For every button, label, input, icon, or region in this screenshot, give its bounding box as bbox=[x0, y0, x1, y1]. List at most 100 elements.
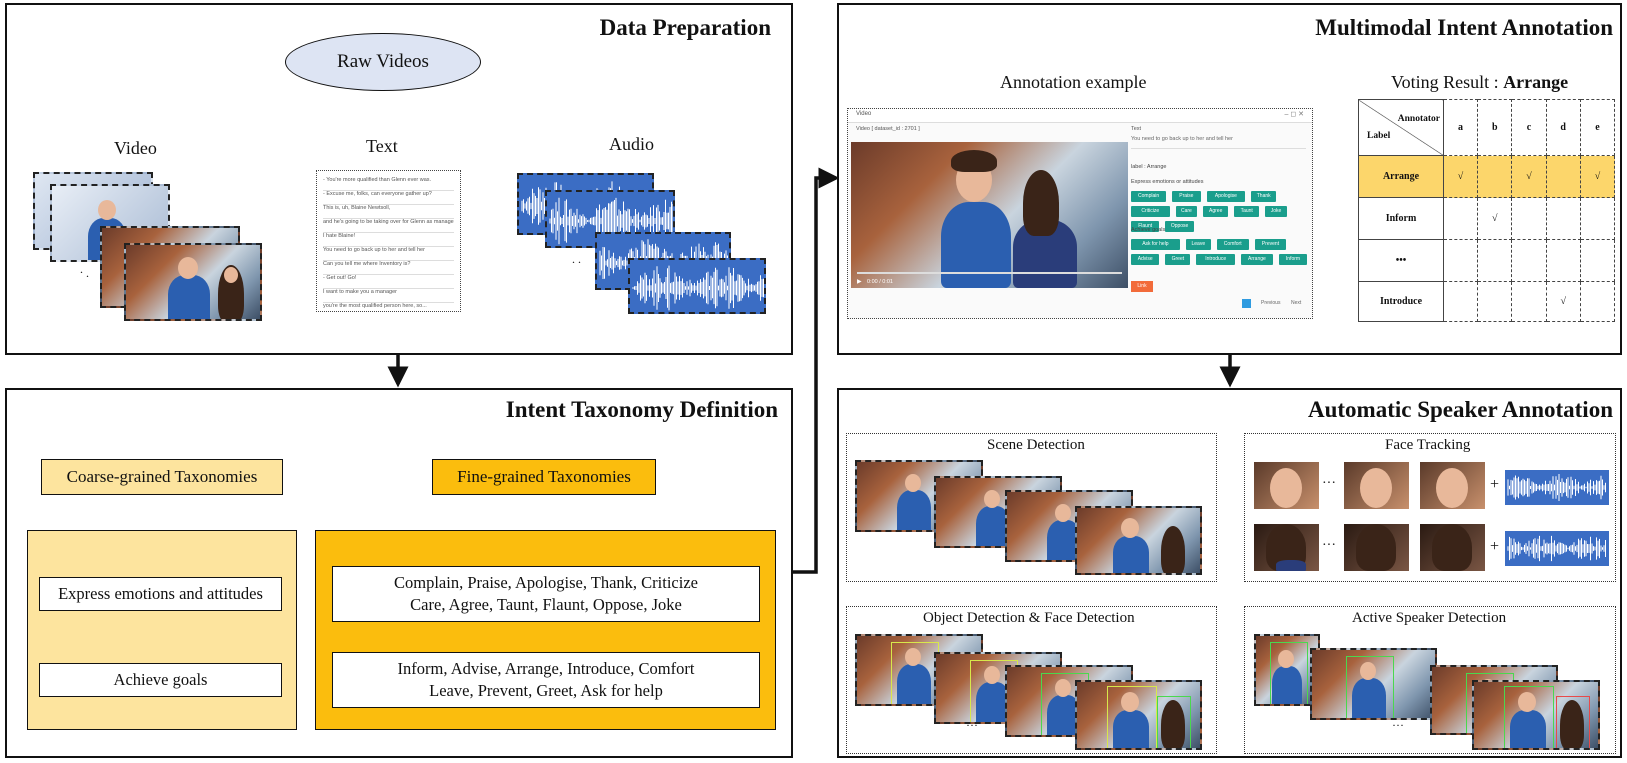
intent-chip[interactable]: Care bbox=[1175, 206, 1198, 217]
annotator-col-header: a bbox=[1442, 99, 1479, 156]
speaker-title: Automatic Speaker Annotation bbox=[1308, 397, 1613, 422]
active-speaker-frame bbox=[1254, 634, 1320, 706]
annotation-tool-window: Video – ◻ ✕ Video [ dataset_id : 2701 ] … bbox=[847, 108, 1313, 319]
intent-chip[interactable]: Thank bbox=[1251, 191, 1277, 202]
submit-button[interactable]: Link bbox=[1131, 281, 1153, 292]
fine-achieve-box: Inform, Advise, Arrange, Introduce, Comf… bbox=[332, 652, 760, 708]
transcript-line: Can you tell me where Inventory is? bbox=[323, 255, 454, 275]
detection-box bbox=[1107, 686, 1157, 748]
arrow-taxonomy-to-annotation bbox=[776, 167, 840, 574]
intent-chip[interactable]: Joke bbox=[1265, 206, 1287, 217]
row-label: ••• bbox=[1358, 239, 1444, 282]
face-crop bbox=[1420, 524, 1485, 571]
row-label: Introduce bbox=[1358, 281, 1444, 322]
active-speaker-detection-box: Active Speaker Detection bbox=[1244, 606, 1616, 754]
previous-button[interactable]: Previous bbox=[1261, 300, 1281, 306]
waveform-trace bbox=[1507, 474, 1606, 501]
text-value-field[interactable]: You need to go back up to her and tell h… bbox=[1131, 136, 1306, 149]
intent-chip[interactable]: Praise bbox=[1172, 191, 1201, 202]
intent-chip[interactable]: Leave bbox=[1185, 239, 1211, 250]
detection-box bbox=[1556, 696, 1590, 748]
face-track-ellipsis: ··· bbox=[1322, 476, 1336, 491]
audio-label: Audio bbox=[609, 134, 654, 154]
intent-chip[interactable]: Flaunt bbox=[1131, 221, 1160, 232]
vote-cell: √ bbox=[1477, 197, 1513, 240]
face-track-audio bbox=[1505, 470, 1609, 505]
waveform-trace bbox=[549, 197, 673, 245]
row-label: Arrange bbox=[1358, 155, 1444, 198]
plus-sign: + bbox=[1490, 476, 1500, 493]
play-icon[interactable]: ▶ bbox=[857, 279, 862, 285]
achieve-goals-box: Achieve goals bbox=[39, 663, 282, 697]
vote-cell: √ bbox=[1545, 281, 1581, 322]
face-crop bbox=[1254, 462, 1319, 509]
raw-videos-node: Raw Videos bbox=[285, 33, 481, 91]
intent-chip[interactable]: Introduce bbox=[1196, 254, 1235, 265]
detection-frame bbox=[1075, 680, 1202, 750]
waveform-trace bbox=[1507, 535, 1606, 562]
video-id-label: Video [ dataset_id : 2701 ] bbox=[856, 126, 920, 132]
window-controls-icon[interactable]: – ◻ ✕ bbox=[1284, 111, 1304, 118]
vote-cell bbox=[1442, 281, 1479, 322]
video-ellipsis: . bbox=[86, 266, 89, 280]
intent-chip[interactable]: Inform bbox=[1278, 254, 1308, 265]
fine-grained-header: Fine-grained Taxonomies bbox=[432, 459, 656, 495]
active-speaker-frame bbox=[1472, 680, 1600, 750]
face-track-ellipsis: ··· bbox=[1322, 538, 1336, 553]
vote-cell bbox=[1442, 197, 1479, 240]
active-ellipsis: ··· bbox=[1392, 718, 1404, 732]
intent-chip[interactable]: Taunt bbox=[1234, 206, 1260, 217]
object-face-detection-box: Object Detection & Face Detection bbox=[846, 606, 1217, 754]
table-row: ••• bbox=[1358, 239, 1616, 282]
label-header: Label bbox=[1367, 131, 1391, 141]
transcript-line: I want to make you a manager bbox=[323, 283, 454, 303]
intent-chip[interactable]: Greet bbox=[1165, 254, 1191, 265]
video-label: Video bbox=[114, 138, 157, 158]
face-crop bbox=[1344, 524, 1409, 571]
intent-chip[interactable]: Comfort bbox=[1216, 239, 1249, 250]
audio-waveform bbox=[628, 258, 766, 314]
video-ellipsis: . bbox=[80, 262, 83, 276]
intent-chip[interactable]: Criticize bbox=[1131, 206, 1170, 217]
next-button[interactable]: Next bbox=[1291, 300, 1302, 306]
label-value: label : Arrange bbox=[1131, 164, 1167, 170]
transcript-document: - You're more qualified than Glenn ever … bbox=[316, 170, 461, 312]
fine-achieve-line: Inform, Advise, Arrange, Introduce, Comf… bbox=[397, 659, 695, 678]
table-row: Arrange √ √ √ bbox=[1358, 155, 1616, 198]
achieve-heading: Achieve goals bbox=[1131, 227, 1166, 233]
row-label: Inform bbox=[1358, 197, 1444, 240]
transcript-line: you're the most qualified person here, s… bbox=[323, 303, 427, 309]
window-titlebar: Video – ◻ ✕ bbox=[848, 109, 1312, 123]
annotator-header: Annotator bbox=[1397, 114, 1440, 124]
table-corner: Annotator Label bbox=[1358, 99, 1444, 156]
vote-cell bbox=[1579, 239, 1616, 282]
voting-result-label: Voting Result : Arrange bbox=[1391, 72, 1568, 93]
detection-frame bbox=[934, 652, 1062, 724]
intent-chip[interactable]: Arrange bbox=[1241, 254, 1273, 265]
object-ellipsis: ··· bbox=[966, 718, 978, 732]
audio-ellipsis: . . bbox=[572, 252, 581, 266]
vote-cell bbox=[1545, 239, 1581, 282]
annotator-col-header: c bbox=[1511, 99, 1547, 156]
annotation-video-player[interactable]: ▶ 0:00 / 0:01 bbox=[851, 142, 1128, 288]
intent-chip[interactable]: Apologise bbox=[1206, 191, 1246, 202]
transcript-line: - Excuse me, folks, can everyone gather … bbox=[323, 185, 454, 205]
intent-chip[interactable]: Advise bbox=[1131, 254, 1160, 265]
face-crop bbox=[1344, 462, 1409, 509]
annotation-example-label: Annotation example bbox=[1000, 72, 1147, 92]
vote-cell bbox=[1511, 197, 1547, 240]
video-progress-bar[interactable] bbox=[857, 272, 1122, 274]
vote-cell: √ bbox=[1579, 155, 1616, 198]
intent-chip[interactable]: Prevent bbox=[1254, 239, 1287, 250]
text-label: Text bbox=[366, 136, 398, 156]
transcript-line: You need to go back up to her and tell h… bbox=[323, 241, 454, 261]
intent-chip[interactable]: Agree bbox=[1203, 206, 1229, 217]
coarse-grained-header: Coarse-grained Taxonomies bbox=[41, 459, 283, 495]
intent-chip[interactable]: Ask for help bbox=[1131, 239, 1180, 250]
intent-chip[interactable]: Complain bbox=[1131, 191, 1167, 202]
vote-cell bbox=[1545, 197, 1581, 240]
transcript-line: I hate Blaine! bbox=[323, 227, 454, 247]
voting-result-prefix: Voting Result : bbox=[1391, 72, 1504, 92]
intent-chip[interactable]: Oppose bbox=[1165, 221, 1194, 232]
voting-result-value: Arrange bbox=[1503, 72, 1569, 92]
